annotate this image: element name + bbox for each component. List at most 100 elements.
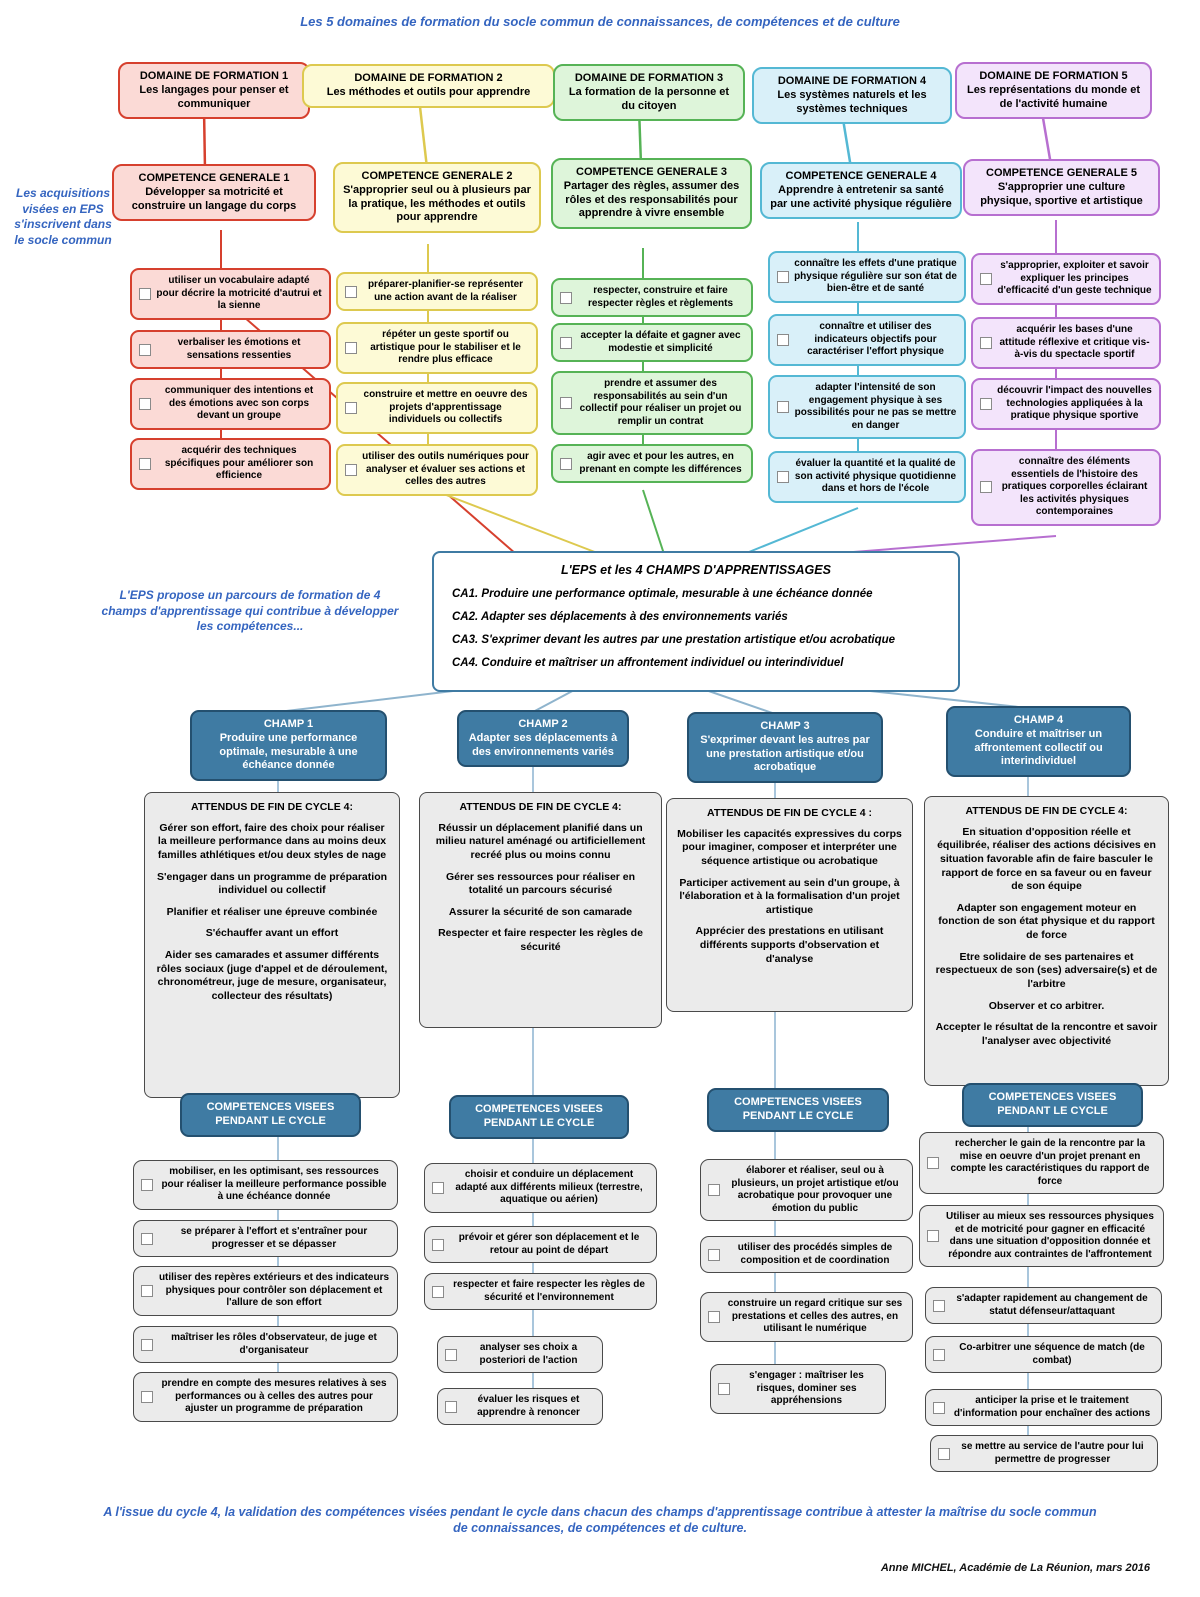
checkbox-icon[interactable] [708, 1184, 720, 1196]
cg-box-3: COMPETENCE GENERALE 3 Partager des règle… [551, 158, 752, 229]
checkbox-icon[interactable] [777, 470, 789, 483]
domain-box-2: DOMAINE DE FORMATION 2 Les méthodes et o… [302, 64, 555, 108]
checkbox-icon[interactable] [708, 1248, 720, 1261]
checkbox-icon[interactable] [777, 270, 789, 283]
checkbox-icon[interactable] [141, 1284, 153, 1297]
cg2-item-3: construire et mettre en oeuvre des proje… [336, 382, 538, 434]
checkbox-icon[interactable] [432, 1238, 444, 1251]
cg-4-title: COMPETENCE GENERALE 4 [785, 170, 937, 182]
checkbox-icon[interactable] [933, 1299, 945, 1312]
checkbox-icon[interactable] [141, 1338, 153, 1351]
cg3-item-3: prendre et assumer des responsabilités a… [551, 371, 753, 435]
checkbox-icon[interactable] [445, 1348, 457, 1361]
item-text: préparer-planifier-se représenter une ac… [367, 279, 524, 303]
champ-1-subtitle: Produire une performance optimale, mesur… [219, 731, 358, 772]
checkbox-icon[interactable] [345, 401, 357, 414]
checkbox-icon[interactable] [708, 1310, 720, 1323]
checkbox-icon[interactable] [980, 336, 992, 349]
checkbox-icon[interactable] [933, 1348, 945, 1361]
checkbox-icon[interactable] [933, 1401, 945, 1414]
cg4-item-2: connaître et utiliser des indicateurs ob… [768, 314, 966, 366]
item-text: utiliser un vocabulaire adapté pour décr… [156, 275, 322, 311]
cg5-item-3: découvrir l'impact des nouvelles technol… [971, 378, 1161, 430]
champ3-item-2: utiliser des procédés simples de composi… [700, 1236, 913, 1273]
checkbox-icon[interactable] [345, 463, 357, 476]
item-text: acquérir les bases d'une attitude réflex… [999, 324, 1150, 360]
cg4-item-1: connaître les effets d'une pratique phys… [768, 251, 966, 303]
attendus-3-item: Apprécier des prestations en utilisant d… [695, 925, 884, 965]
domain-box-5: DOMAINE DE FORMATION 5 Les représentatio… [955, 62, 1152, 120]
attendus-2-item: Gérer ses ressources pour réaliser en to… [445, 870, 636, 897]
item-text: utiliser des repères extérieurs et des i… [158, 1272, 390, 1308]
checkbox-icon[interactable] [345, 341, 357, 354]
checkbox-icon[interactable] [718, 1382, 730, 1395]
item-text: Co-arbitrer une séquence de match (de co… [959, 1342, 1145, 1366]
checkbox-icon[interactable] [980, 481, 992, 494]
domain-4-subtitle: Les systèmes naturels et les systèmes te… [777, 88, 927, 115]
eps-title: L'EPS et les 4 CHAMPS D'APPRENTISSAGES [561, 563, 831, 577]
checkbox-icon[interactable] [141, 1232, 153, 1245]
champ-2-subtitle: Adapter ses déplacements à des environne… [468, 731, 618, 758]
champ-2-title: CHAMP 2 [518, 718, 568, 730]
champ-3-subtitle: S'exprimer devant les autres par une pre… [700, 733, 870, 774]
item-text: utiliser des outils numériques pour anal… [362, 451, 529, 487]
checkbox-icon[interactable] [141, 1390, 153, 1403]
domain-2-title: DOMAINE DE FORMATION 2 [354, 72, 503, 84]
checkbox-icon[interactable] [980, 272, 992, 285]
item-text: s'engager : maîtriser les risques, domin… [749, 1370, 864, 1406]
cg-box-4: COMPETENCE GENERALE 4 Apprendre à entret… [760, 162, 962, 220]
cg-box-1: COMPETENCE GENERALE 1 Développer sa motr… [112, 164, 316, 222]
item-text: verbaliser les émotions et sensations re… [177, 337, 301, 361]
checkbox-icon[interactable] [560, 457, 572, 470]
checkbox-icon[interactable] [139, 343, 151, 356]
champ3-item-1: élaborer et réaliser, seul ou à plusieur… [700, 1159, 913, 1221]
domain-5-subtitle: Les représentations du monde et de l'act… [967, 83, 1140, 110]
cg2-item-1: préparer-planifier-se représenter une ac… [336, 272, 538, 311]
checkbox-icon[interactable] [927, 1230, 939, 1242]
champ1-item-4: maîtriser les rôles d'observateur, de ju… [133, 1326, 398, 1363]
eps-box: L'EPS et les 4 CHAMPS D'APPRENTISSAGES C… [432, 551, 960, 692]
checkbox-icon[interactable] [980, 397, 992, 410]
champ4-item-6: se mettre au service de l'autre pour lui… [930, 1435, 1158, 1472]
checkbox-icon[interactable] [139, 397, 151, 410]
champ-box-4: CHAMP 4 Conduire et maîtriser un affront… [946, 706, 1131, 777]
item-text: agir avec et pour les autres, en prenant… [579, 451, 742, 475]
item-text: découvrir l'impact des nouvelles technol… [997, 385, 1152, 421]
attendus-2-item: Réussir un déplacement planifié dans un … [435, 821, 646, 861]
cg4-item-4: évaluer la quantité et la qualité de son… [768, 451, 966, 503]
checkbox-icon[interactable] [139, 457, 151, 470]
checkbox-icon[interactable] [345, 285, 357, 298]
domain-3-subtitle: La formation de la personne et du citoye… [568, 85, 730, 112]
champ4-item-1: rechercher le gain de la rencontre par l… [919, 1132, 1164, 1194]
checkbox-icon[interactable] [777, 401, 789, 413]
attendus-2-title: ATTENDUS DE FIN DE CYCLE 4: [459, 801, 622, 813]
champ4-item-3: s'adapter rapidement au changement de st… [925, 1287, 1162, 1324]
checkbox-icon[interactable] [432, 1285, 444, 1298]
champ4-item-5: anticiper la prise et le traitement d'in… [925, 1389, 1162, 1426]
champ1-item-5: prendre en compte des mesures relatives … [133, 1372, 398, 1422]
domain-box-3: DOMAINE DE FORMATION 3 La formation de l… [553, 64, 745, 122]
attendus-4-item: Adapter son engagement moteur en fonctio… [938, 901, 1155, 942]
attendus-1-title: ATTENDUS DE FIN DE CYCLE 4: [191, 801, 353, 813]
attendus-4-item: En situation d'opposition réelle et équi… [937, 825, 1156, 893]
checkbox-icon[interactable] [938, 1447, 950, 1460]
checkbox-icon[interactable] [777, 333, 789, 346]
checkbox-icon[interactable] [560, 397, 572, 409]
checkbox-icon[interactable] [560, 291, 572, 304]
checkbox-icon[interactable] [560, 336, 572, 349]
cg-3-title: COMPETENCE GENERALE 3 [576, 166, 727, 178]
champ-box-2: CHAMP 2 Adapter ses déplacements à des e… [457, 710, 629, 768]
checkbox-icon[interactable] [432, 1181, 444, 1194]
page-title: Les 5 domaines de formation du socle com… [300, 14, 900, 29]
item-text: connaître les effets d'une pratique phys… [794, 258, 957, 294]
champ2-item-4: analyser ses choix a posteriori de l'act… [437, 1336, 603, 1373]
checkbox-icon[interactable] [141, 1178, 153, 1191]
checkbox-icon[interactable] [927, 1157, 939, 1169]
checkbox-icon[interactable] [445, 1400, 457, 1413]
item-text: communiquer des intentions et des émotio… [164, 385, 314, 421]
cv-3-label: COMPETENCES VISEES PENDANT LE CYCLE [734, 1096, 862, 1122]
checkbox-icon[interactable] [139, 287, 151, 300]
attendus-1-item: S'engager dans un programme de préparati… [156, 870, 388, 897]
attendus-3-item: Participer activement au sein d'un group… [679, 876, 900, 916]
